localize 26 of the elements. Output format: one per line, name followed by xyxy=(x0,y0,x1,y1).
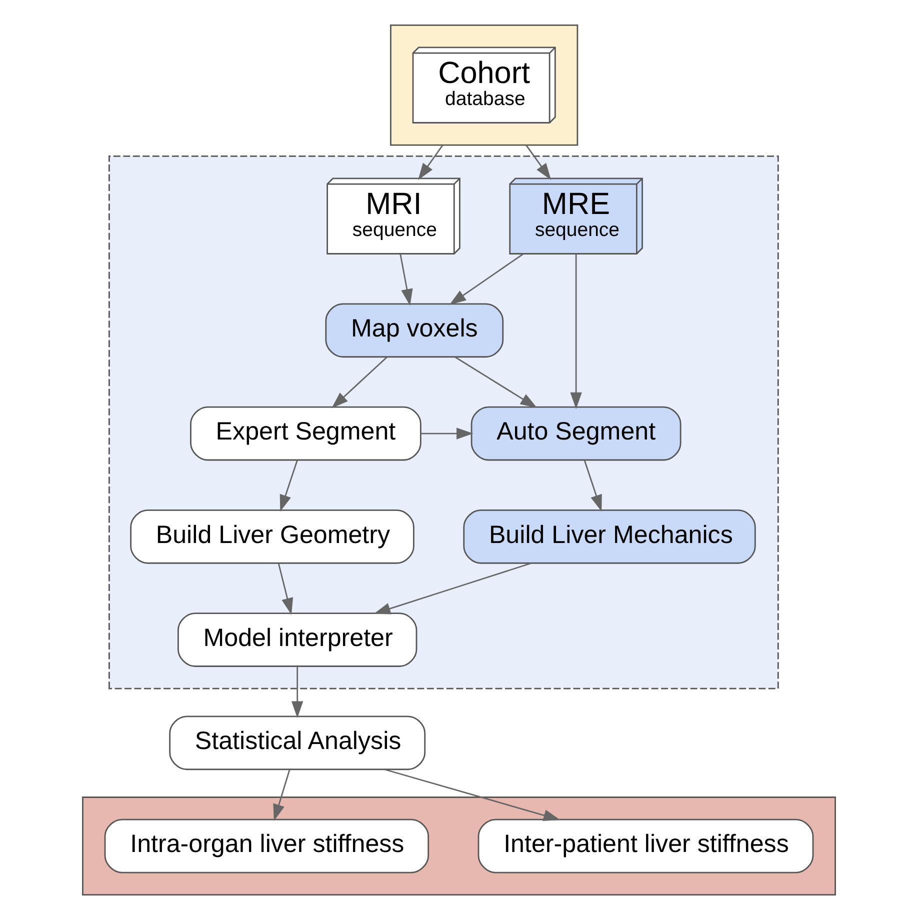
node-box: Map voxels xyxy=(324,303,504,358)
arrow xyxy=(290,666,303,718)
arrow xyxy=(277,563,293,615)
arrow xyxy=(448,253,524,305)
arrow xyxy=(454,356,537,408)
node-box: Build Liver Geometry xyxy=(130,509,414,564)
arrow xyxy=(331,356,387,408)
node-box: Expert Segment xyxy=(190,406,421,461)
arrow xyxy=(583,460,602,512)
node-box: Auto Segment xyxy=(470,406,681,461)
node-box: Model interpreter xyxy=(176,612,417,667)
node-box: Build Liver Mechanics xyxy=(462,509,756,564)
node-box: Statistical Analysis xyxy=(168,716,426,770)
arrow xyxy=(373,562,531,614)
cluster xyxy=(108,156,778,690)
arrow xyxy=(525,144,551,180)
node-box: Intra-organ liver stiffness xyxy=(104,818,429,874)
arrow xyxy=(420,428,473,440)
arrow xyxy=(272,769,290,821)
arrow xyxy=(570,254,582,410)
cluster xyxy=(390,24,578,146)
arrow xyxy=(279,460,298,512)
arrow xyxy=(384,768,560,822)
node-box: Inter-patient liver stiffness xyxy=(477,818,814,874)
arrow xyxy=(399,254,412,306)
cluster xyxy=(82,796,836,896)
